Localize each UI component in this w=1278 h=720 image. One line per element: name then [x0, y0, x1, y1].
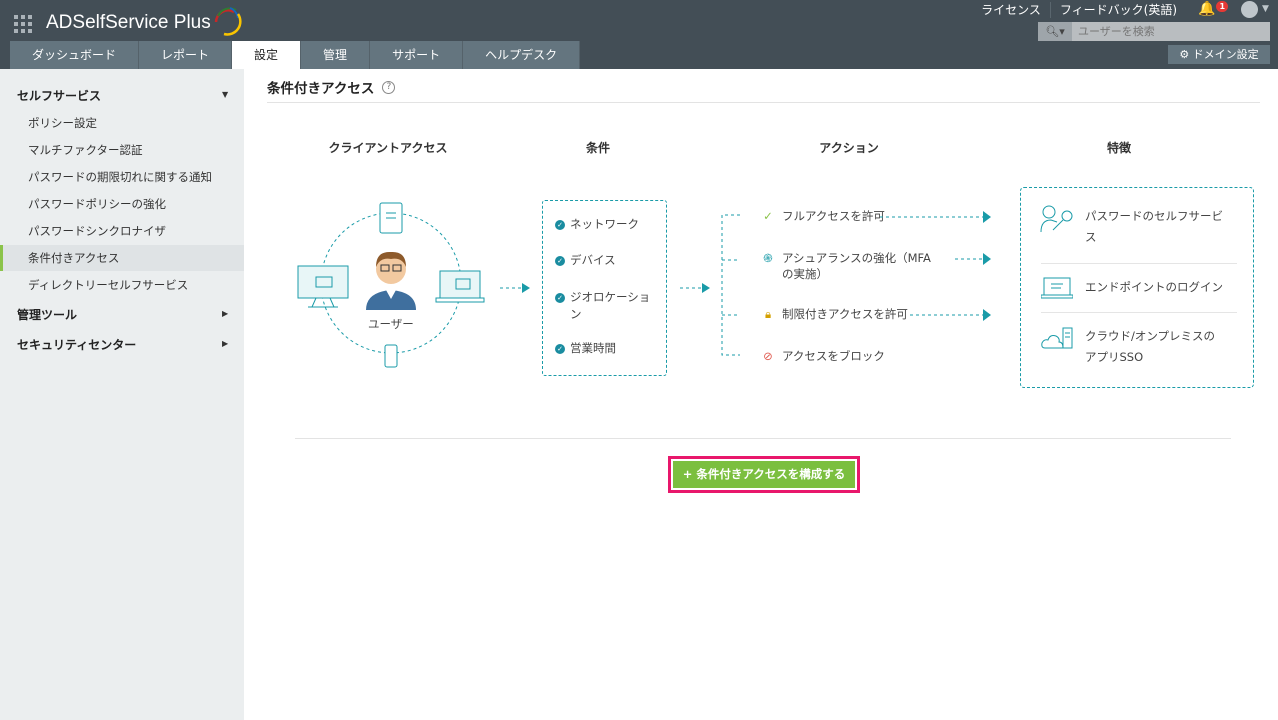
condition-business-hours: ✓営業時間 [555, 340, 660, 357]
sidebar-item-expiry-notify[interactable]: パスワードの期限切れに関する通知 [28, 170, 212, 184]
sidebar-item-conditional-access[interactable]: 条件付きアクセス [0, 245, 244, 271]
laptop-icon [435, 270, 485, 303]
page-title: 条件付きアクセス [267, 81, 375, 97]
tab-settings[interactable]: 設定 [232, 41, 302, 69]
column-conditions: 条件 [585, 141, 611, 155]
chevron-down-icon[interactable]: ▼ [1262, 4, 1269, 14]
check-icon: ✓ [555, 220, 565, 230]
feature-password-selfservice: パスワードのセルフサービス [1085, 209, 1223, 244]
condition-geolocation: ✓ジオロケーション [555, 289, 660, 323]
main-tabs: ダッシュボード レポート 設定 管理 サポート ヘルプデスク [10, 41, 581, 69]
configure-button-label: 条件付きアクセスを構成する [696, 467, 846, 481]
caret-right-icon[interactable]: ▶ [222, 339, 229, 348]
column-client-access: クライアントアクセス [328, 141, 448, 155]
tablet-icon [379, 202, 403, 234]
divider [1041, 263, 1237, 264]
tab-support[interactable]: サポート [370, 41, 464, 69]
search-icon[interactable]: 🔍︎▾ [1038, 22, 1072, 41]
action-arrows [880, 211, 991, 321]
block-icon: ⊘ [763, 349, 773, 363]
top-header: ADSelfService Plus ダッシュボード レポート 設定 管理 サポ… [0, 0, 1278, 69]
page-title-bar: 条件付きアクセス ? [267, 77, 396, 97]
caret-right-icon[interactable]: ▶ [222, 309, 229, 318]
user-label: ユーザー [368, 317, 414, 331]
desktop-icon [297, 265, 349, 308]
sidebar-section-security-center[interactable]: セキュリティセンター [17, 338, 137, 352]
tab-helpdesk[interactable]: ヘルプデスク [463, 41, 581, 69]
license-link[interactable]: ライセンス [981, 3, 1041, 17]
feature-endpoint-login: エンドポイントのログイン [1085, 280, 1223, 294]
sidebar-item-password-sync[interactable]: パスワードシンクロナイザ [28, 224, 166, 238]
app-grid-icon[interactable] [14, 15, 32, 33]
configure-conditional-access-button[interactable]: + 条件付きアクセスを構成する [668, 456, 860, 493]
logo-arc-icon [214, 7, 242, 36]
features-box: パスワードのセルフサービス エンドポイントのログイン クラウド/オンプレミスのア… [1020, 187, 1254, 388]
sidebar-item-password-policy[interactable]: パスワードポリシーの強化 [28, 197, 166, 211]
column-features: 特徴 [1106, 141, 1132, 155]
check-circle-icon: ✓ [763, 209, 773, 223]
client-access-diagram [297, 202, 740, 368]
action-restricted-access: 🔒︎制限付きアクセスを許可 [760, 306, 960, 322]
conditions-box: ✓ネットワーク ✓デバイス ✓ジオロケーション ✓営業時間 [542, 200, 667, 376]
user-search: 🔍︎▾ [1038, 22, 1270, 41]
fingerprint-icon: ֍ [763, 251, 773, 265]
sidebar: セルフサービス ▼ ポリシー設定 マルチファクター認証 パスワードの期限切れに関… [0, 69, 244, 720]
bell-icon[interactable]: 🔔 [1198, 1, 1216, 17]
user-avatar-icon [366, 251, 416, 310]
feedback-link[interactable]: フィードバック(英語) [1049, 2, 1186, 18]
domain-settings-label: ドメイン設定 [1192, 48, 1259, 61]
feature-cloud-sso: クラウド/オンプレミスのアプリSSO [1085, 329, 1216, 364]
plus-icon: + [682, 467, 693, 481]
action-block: ⊘アクセスをブロック [760, 348, 960, 364]
notification-badge: 1 [1216, 1, 1229, 12]
user-search-input[interactable] [1072, 22, 1270, 41]
sidebar-item-policy[interactable]: ポリシー設定 [28, 116, 97, 130]
user-avatar-icon[interactable] [1241, 1, 1258, 18]
caret-down-icon[interactable]: ▼ [222, 90, 229, 99]
tab-reports[interactable]: レポート [139, 41, 233, 69]
column-actions: アクション [819, 141, 879, 155]
lock-icon: 🔒︎ [764, 307, 772, 321]
notifications[interactable]: 🔔 1 [1198, 1, 1229, 18]
action-full-access: ✓フルアクセスを許可 [760, 208, 960, 224]
phone-icon [384, 344, 398, 368]
divider [1041, 312, 1237, 313]
domain-settings-button[interactable]: ⚙ ドメイン設定 [1168, 45, 1270, 64]
top-links: ライセンス フィードバック(英語) [972, 2, 1186, 18]
check-icon: ✓ [555, 344, 565, 354]
laptop-login-icon [1041, 277, 1073, 299]
check-icon: ✓ [555, 293, 565, 303]
user-key-icon [1040, 205, 1073, 233]
condition-network: ✓ネットワーク [555, 216, 660, 233]
cloud-server-icon [1041, 327, 1073, 349]
sidebar-section-selfservice[interactable]: セルフサービス [17, 89, 102, 103]
check-icon: ✓ [555, 256, 565, 266]
app-logo[interactable]: ADSelfService Plus [46, 12, 211, 33]
gear-icon: ⚙ [1179, 48, 1193, 61]
help-icon[interactable]: ? [382, 80, 396, 94]
tab-dashboard[interactable]: ダッシュボード [10, 41, 140, 69]
tab-admin[interactable]: 管理 [301, 41, 371, 69]
title-divider [267, 102, 1260, 103]
sidebar-section-admin-tools[interactable]: 管理ツール [17, 308, 78, 322]
condition-device: ✓デバイス [555, 252, 660, 269]
sidebar-item-mfa[interactable]: マルチファクター認証 [28, 143, 143, 157]
action-mfa: ֍アシュアランスの強化（MFAの実施） [760, 250, 940, 282]
bottom-divider [295, 438, 1231, 439]
sidebar-item-directory-selfservice[interactable]: ディレクトリーセルフサービス [28, 278, 189, 292]
